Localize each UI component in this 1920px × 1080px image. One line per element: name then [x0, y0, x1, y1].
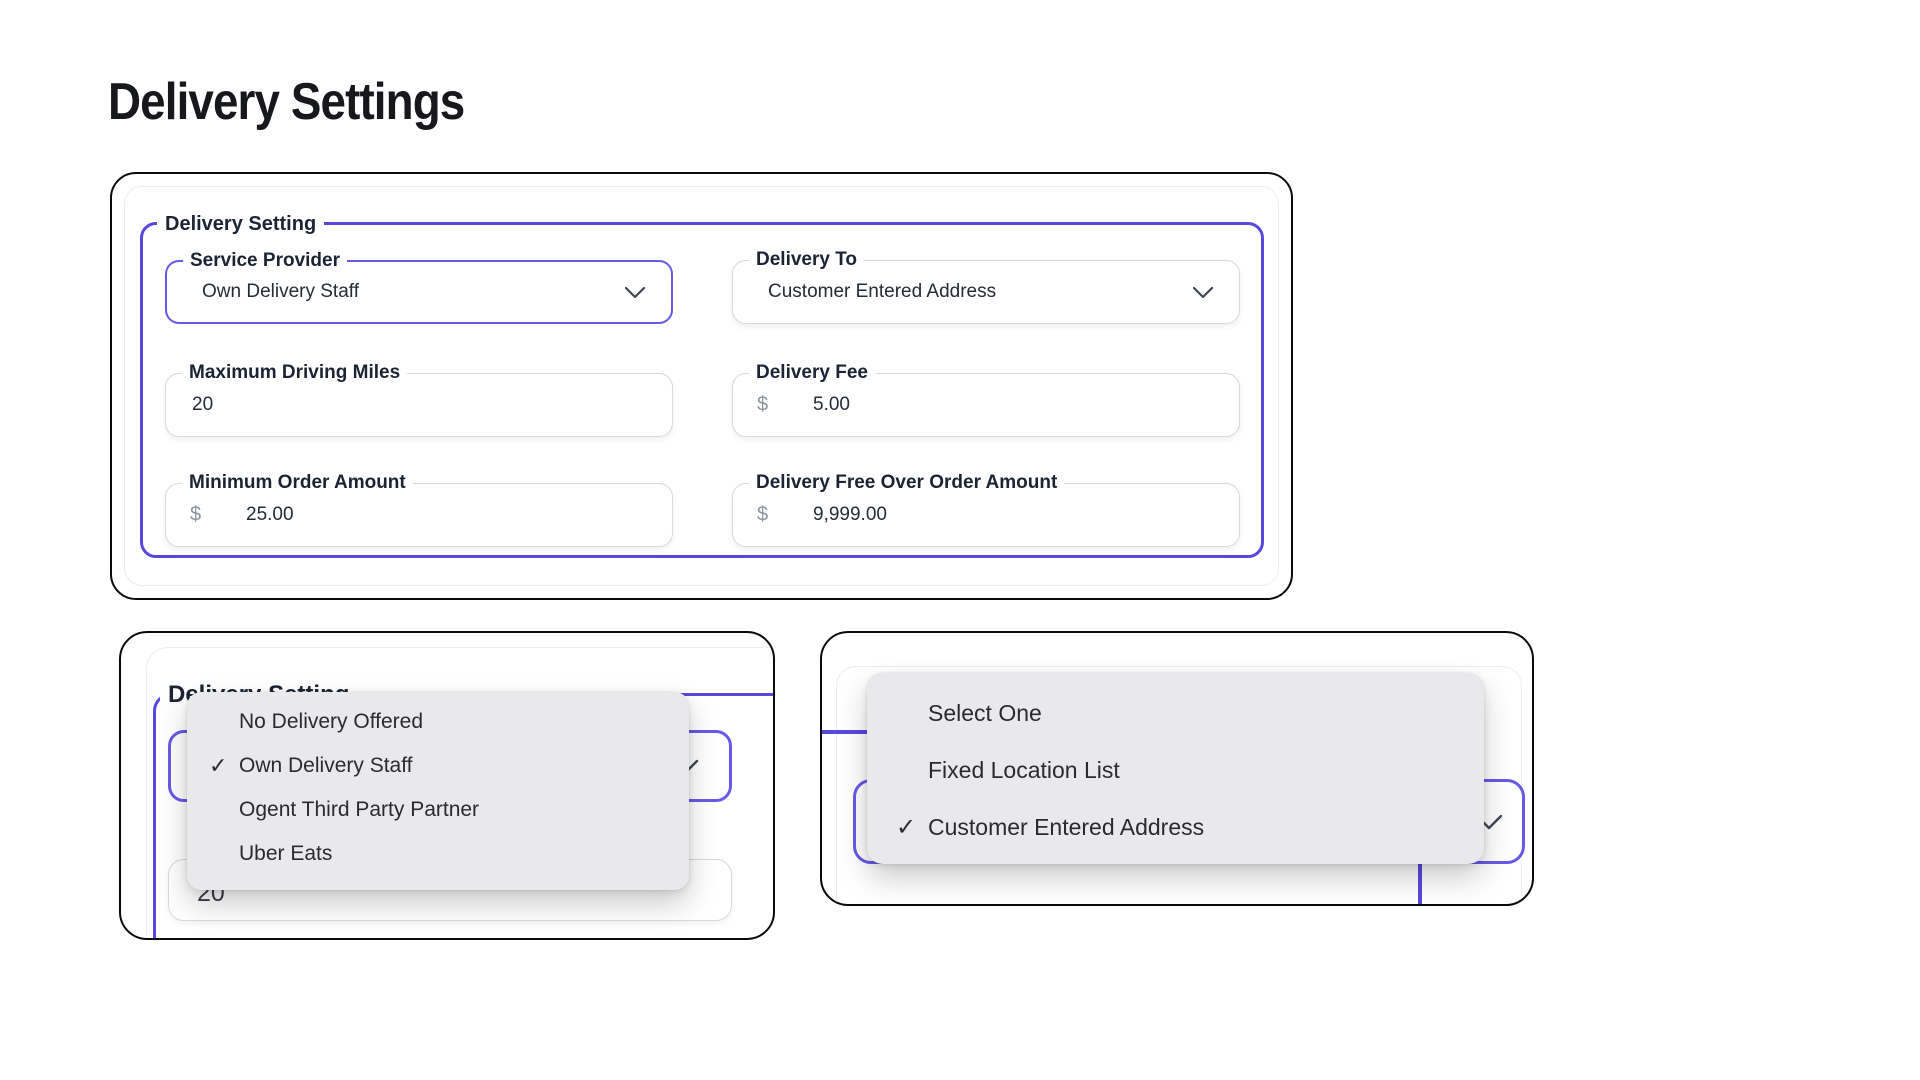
delivery-fee-label: Delivery Fee	[749, 362, 875, 384]
service-provider-dropdown-card: Delivery Setting 20 No Delivery Offered …	[119, 631, 775, 940]
delivery-fee-value: 5.00	[813, 394, 850, 415]
delivery-setting-group: Delivery Setting Service Provider Own De…	[140, 212, 1264, 558]
min-order-amount-label: Minimum Order Amount	[182, 472, 413, 494]
delivery-settings-card: Delivery Setting Service Provider Own De…	[110, 172, 1293, 600]
min-order-amount-input[interactable]: Minimum Order Amount $ 25.00	[165, 472, 673, 547]
delivery-to-select[interactable]: Delivery To Customer Entered Address	[732, 249, 1240, 324]
free-over-order-amount-label: Delivery Free Over Order Amount	[749, 472, 1065, 494]
dollar-sign-icon: $	[757, 503, 769, 526]
checkmark-icon: ✓	[209, 753, 228, 778]
free-over-order-amount-input[interactable]: Delivery Free Over Order Amount $ 9,999.…	[732, 472, 1240, 547]
menu-item-select-one[interactable]: Select One	[928, 700, 1042, 726]
menu-item-customer-entered-address[interactable]: ✓ Customer Entered Address	[896, 814, 1205, 841]
dollar-sign-icon: $	[757, 393, 769, 416]
menu-item-own-delivery-staff[interactable]: ✓ Own Delivery Staff	[209, 753, 413, 778]
delivery-setting-legend: Delivery Setting	[157, 212, 325, 236]
menu-item-fixed-location-list[interactable]: Fixed Location List	[928, 757, 1120, 783]
chevron-down-icon	[1191, 285, 1215, 299]
menu-item-uber-eats[interactable]: Uber Eats	[239, 842, 333, 865]
checkmark-icon: ✓	[896, 814, 917, 841]
chevron-down-icon	[623, 285, 647, 299]
max-driving-miles-label: Maximum Driving Miles	[182, 362, 408, 384]
min-order-amount-value: 25.00	[246, 504, 294, 525]
free-over-order-amount-value: 9,999.00	[813, 504, 887, 525]
service-provider-select[interactable]: Service Provider Own Delivery Staff	[165, 250, 673, 324]
max-driving-miles-value: 20	[192, 394, 214, 415]
service-provider-label: Service Provider	[183, 250, 347, 272]
max-driving-miles-input[interactable]: Maximum Driving Miles 20	[165, 362, 673, 437]
menu-item-ogent-third-party-partner[interactable]: Ogent Third Party Partner	[239, 798, 480, 821]
delivery-to-dropdown-card: Select One Fixed Location List ✓ Custome…	[820, 631, 1534, 906]
service-provider-value: Own Delivery Staff	[202, 281, 359, 302]
page-title: Delivery Settings	[108, 73, 465, 131]
delivery-fee-input[interactable]: Delivery Fee $ 5.00	[732, 362, 1240, 437]
delivery-to-value: Customer Entered Address	[768, 281, 997, 302]
delivery-to-menu: Select One Fixed Location List ✓ Custome…	[867, 673, 1484, 864]
delivery-to-label: Delivery To	[749, 249, 865, 271]
service-provider-menu: No Delivery Offered ✓ Own Delivery Staff…	[187, 692, 689, 890]
dollar-sign-icon: $	[190, 503, 202, 526]
menu-item-no-delivery-offered[interactable]: No Delivery Offered	[239, 710, 424, 733]
